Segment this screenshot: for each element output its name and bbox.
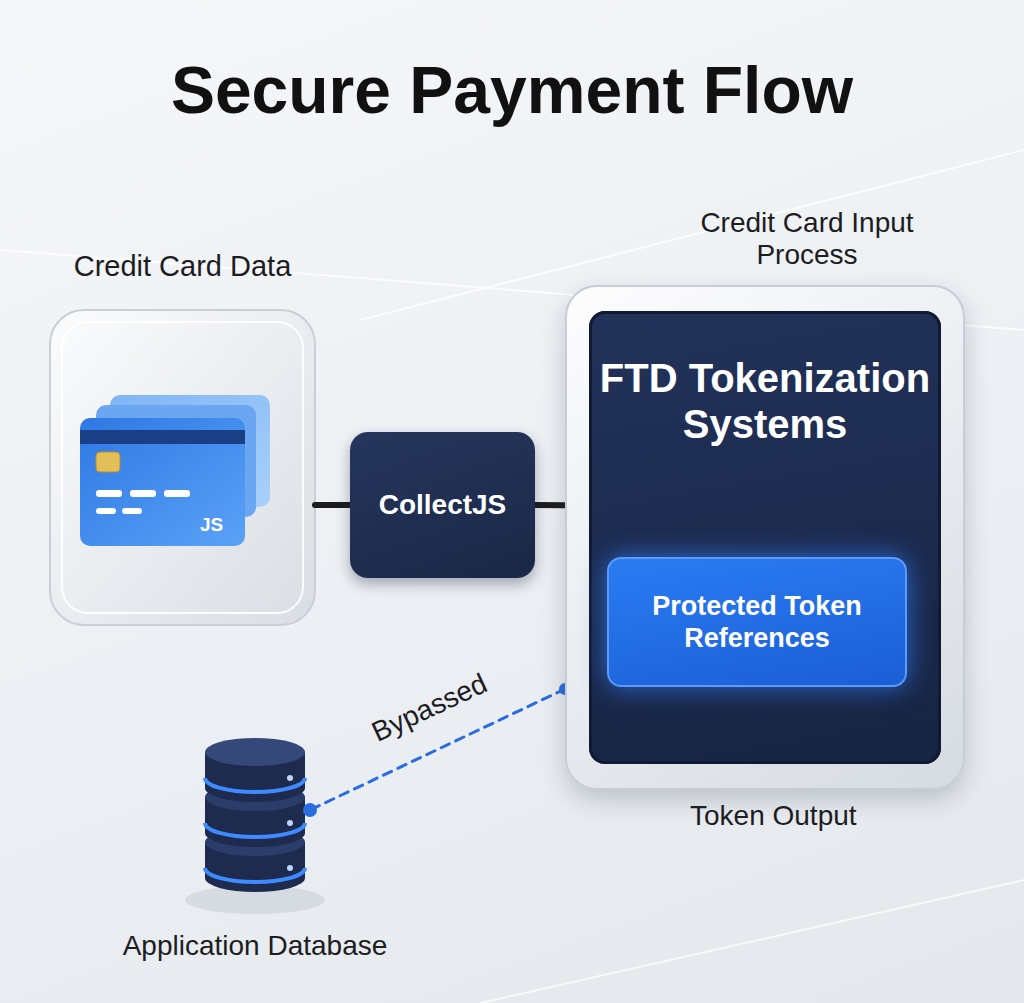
dark-panel: FTD Tokenization Systems bbox=[589, 311, 941, 764]
db-light bbox=[287, 820, 293, 826]
cable-line bbox=[535, 502, 565, 508]
db-light bbox=[287, 865, 293, 871]
system-title: FTD Tokenization Systems bbox=[599, 355, 931, 447]
box-heading: Credit Card Input Process bbox=[657, 207, 957, 271]
box-heading: Credit Card Data bbox=[0, 250, 375, 283]
database-node: Application Database bbox=[200, 735, 310, 885]
card-box-rim bbox=[62, 322, 303, 613]
edge-label: Bypassed bbox=[367, 668, 492, 749]
card-box-shape bbox=[50, 310, 315, 625]
cable bbox=[535, 505, 565, 506]
connector-dot bbox=[303, 803, 317, 817]
token-box: Protected Token References bbox=[607, 557, 907, 687]
card-digits bbox=[164, 490, 190, 497]
db-top bbox=[205, 738, 305, 766]
ground-line bbox=[480, 880, 1024, 1003]
node-label: Application Database bbox=[123, 930, 388, 962]
card-digits bbox=[122, 508, 142, 514]
card-chip bbox=[96, 452, 120, 472]
diagram-title: Secure Payment Flow bbox=[0, 52, 1024, 128]
box-text: Protected Token References bbox=[621, 590, 893, 655]
box-text: CollectJS bbox=[379, 489, 507, 521]
card-digits bbox=[96, 490, 122, 497]
credit-card-icon bbox=[80, 418, 245, 546]
card-data-box: Credit Card DataJS bbox=[50, 310, 315, 625]
process-box: CollectJS bbox=[350, 432, 535, 578]
card-digits bbox=[96, 508, 116, 514]
db-light bbox=[287, 775, 293, 781]
system-box: FTD Tokenization SystemsCredit Card Inpu… bbox=[565, 285, 965, 790]
cable-line bbox=[315, 502, 350, 508]
card-text: JS bbox=[200, 514, 223, 536]
card-digits bbox=[130, 490, 156, 497]
card-stripe bbox=[80, 430, 245, 444]
free-label: Token Output bbox=[690, 800, 857, 832]
cable bbox=[315, 504, 350, 505]
